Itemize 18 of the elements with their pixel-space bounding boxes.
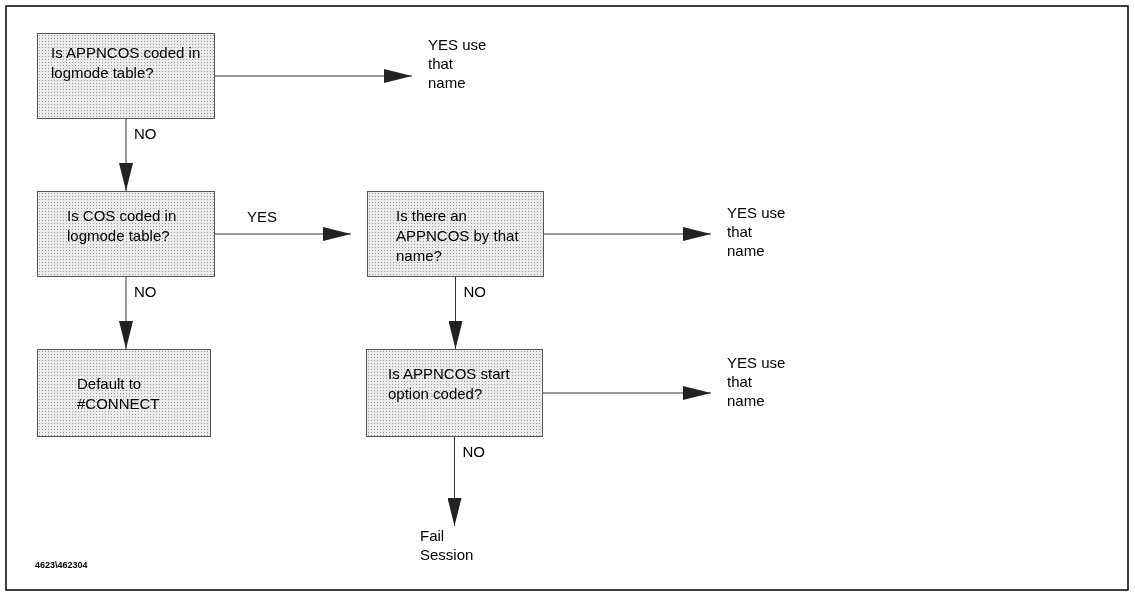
decision-box: Is COS coded in logmode table?: [37, 191, 215, 277]
arrow: [214, 227, 352, 241]
arrow: [448, 276, 463, 350]
decision-box: Default to #CONNECT: [37, 349, 211, 437]
result-text: Fail Session: [420, 526, 490, 570]
result-text: YES use that name: [727, 203, 787, 289]
arrow: [119, 276, 133, 350]
arrow: [119, 118, 133, 192]
arrow: [542, 386, 712, 400]
result-text: YES use that name: [727, 353, 787, 439]
arrow: [543, 227, 712, 241]
figure-number: 4623\462304: [35, 560, 88, 570]
decision-box: Is APPNCOS start option coded?: [366, 349, 543, 437]
decision-box: Is there an APPNCOS by that name?: [367, 191, 544, 277]
arrow: [214, 69, 413, 83]
decision-box: Is APPNCOS coded in logmode table?: [37, 33, 215, 119]
result-text: YES use that name: [428, 35, 488, 121]
arrow: [447, 436, 462, 527]
